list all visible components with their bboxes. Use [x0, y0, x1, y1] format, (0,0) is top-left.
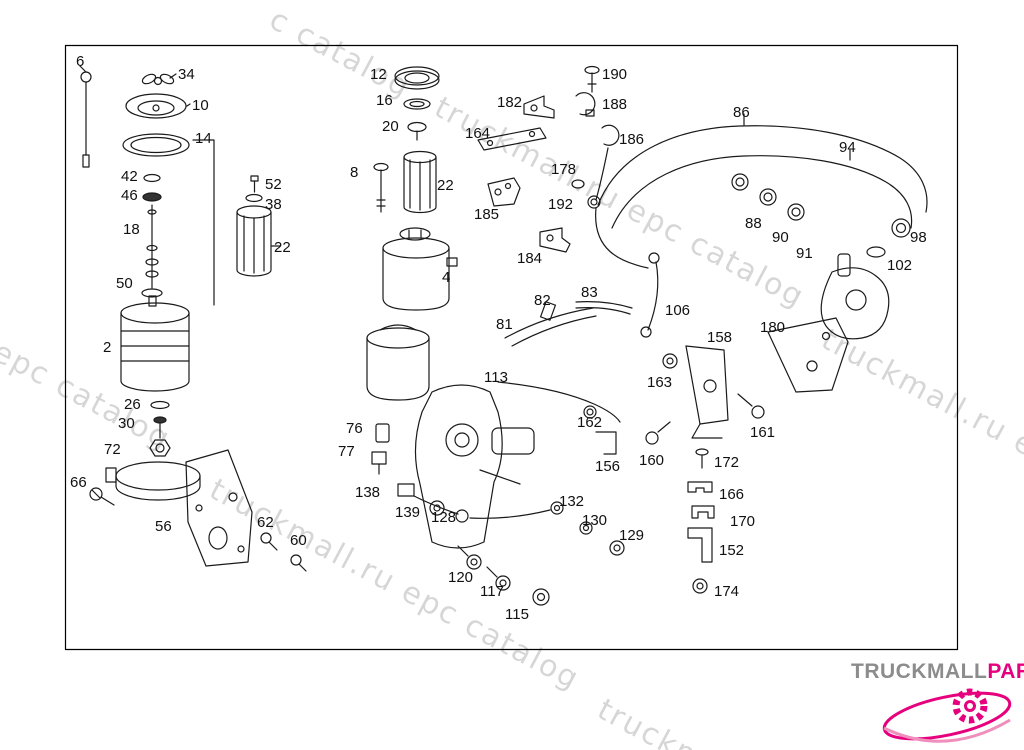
part-label-139[interactable]: 139 — [395, 504, 421, 521]
part-label-4[interactable]: 4 — [442, 269, 451, 286]
part-label-130[interactable]: 130 — [582, 512, 608, 529]
part-label-77[interactable]: 77 — [338, 443, 355, 460]
part-label-2[interactable]: 2 — [103, 339, 112, 356]
part-label-163[interactable]: 163 — [647, 374, 673, 391]
part-label-185[interactable]: 185 — [474, 206, 500, 223]
part-label-113[interactable]: 113 — [484, 369, 508, 386]
part-label-10[interactable]: 10 — [192, 97, 209, 114]
part-label-117[interactable]: 117 — [480, 583, 504, 600]
part-label-158[interactable]: 158 — [707, 329, 733, 346]
part-label-42[interactable]: 42 — [121, 168, 138, 185]
part-label-120[interactable]: 120 — [448, 569, 474, 586]
drawing-left-filter-assembly — [79, 65, 307, 572]
part-label-8[interactable]: 8 — [350, 164, 359, 181]
part-label-52[interactable]: 52 — [265, 176, 282, 193]
part-label-182[interactable]: 182 — [497, 94, 523, 111]
logo-text-parts: PARTS — [987, 660, 1024, 683]
brand-logo: TRUCKMALLPARTS — [851, 660, 1024, 684]
part-label-14[interactable]: 14 — [195, 130, 212, 147]
part-label-82[interactable]: 82 — [534, 292, 551, 309]
part-label-192[interactable]: 192 — [548, 196, 574, 213]
part-label-83[interactable]: 83 — [581, 284, 598, 301]
drawing-pipes-right — [497, 113, 928, 594]
part-label-188[interactable]: 188 — [602, 96, 628, 113]
part-label-138[interactable]: 138 — [355, 484, 381, 501]
part-label-18[interactable]: 18 — [123, 221, 140, 238]
part-label-166[interactable]: 166 — [719, 486, 745, 503]
part-label-60[interactable]: 60 — [290, 532, 307, 549]
part-label-102[interactable]: 102 — [887, 257, 913, 274]
logo-text-truckmall: TRUCKMALL — [851, 660, 988, 683]
part-label-132[interactable]: 132 — [559, 493, 585, 510]
part-label-38[interactable]: 38 — [265, 196, 282, 213]
part-label-90[interactable]: 90 — [772, 229, 789, 246]
part-label-94[interactable]: 94 — [839, 139, 856, 156]
part-label-30[interactable]: 30 — [118, 415, 135, 432]
part-label-12[interactable]: 12 — [370, 66, 387, 83]
diagram-frame — [64, 44, 959, 651]
part-label-16[interactable]: 16 — [376, 92, 393, 109]
part-label-72[interactable]: 72 — [104, 441, 121, 458]
part-label-50[interactable]: 50 — [116, 275, 133, 292]
part-label-186[interactable]: 186 — [619, 131, 645, 148]
part-label-152[interactable]: 152 — [719, 542, 745, 559]
part-label-156[interactable]: 156 — [595, 458, 621, 475]
part-label-91[interactable]: 91 — [796, 245, 813, 262]
part-label-115[interactable]: 115 — [505, 606, 529, 623]
part-label-56[interactable]: 56 — [155, 518, 172, 535]
part-label-172[interactable]: 172 — [714, 454, 740, 471]
part-label-81[interactable]: 81 — [496, 316, 513, 333]
part-label-76[interactable]: 76 — [346, 420, 363, 437]
part-label-98[interactable]: 98 — [910, 229, 927, 246]
drawing-brackets-top-middle — [477, 65, 620, 253]
part-label-178[interactable]: 178 — [551, 161, 577, 178]
part-label-46[interactable]: 46 — [121, 187, 138, 204]
gear-swoosh-icon — [882, 688, 1012, 743]
part-label-180[interactable]: 180 — [760, 319, 786, 336]
part-label-161[interactable]: 161 — [750, 424, 776, 441]
part-label-106[interactable]: 106 — [665, 302, 691, 319]
part-label-66[interactable]: 66 — [70, 474, 87, 491]
part-label-86[interactable]: 86 — [733, 104, 750, 121]
part-label-190[interactable]: 190 — [602, 66, 628, 83]
part-label-164[interactable]: 164 — [465, 125, 491, 142]
part-label-174[interactable]: 174 — [714, 583, 740, 600]
part-label-162[interactable]: 162 — [577, 414, 603, 431]
part-label-22[interactable]: 22 — [437, 177, 454, 194]
part-label-6[interactable]: 6 — [76, 53, 85, 70]
part-label-26[interactable]: 26 — [124, 396, 141, 413]
part-label-128[interactable]: 128 — [431, 509, 457, 526]
drawing-reservoir-pump-assembly — [366, 66, 625, 606]
part-label-170[interactable]: 170 — [730, 513, 756, 530]
part-label-62[interactable]: 62 — [257, 514, 274, 531]
part-label-160[interactable]: 160 — [639, 452, 665, 469]
part-label-22[interactable]: 22 — [274, 239, 291, 256]
part-label-88[interactable]: 88 — [745, 215, 762, 232]
part-label-34[interactable]: 34 — [178, 66, 195, 83]
part-label-20[interactable]: 20 — [382, 118, 399, 135]
part-label-184[interactable]: 184 — [517, 250, 543, 267]
part-label-129[interactable]: 129 — [619, 527, 645, 544]
